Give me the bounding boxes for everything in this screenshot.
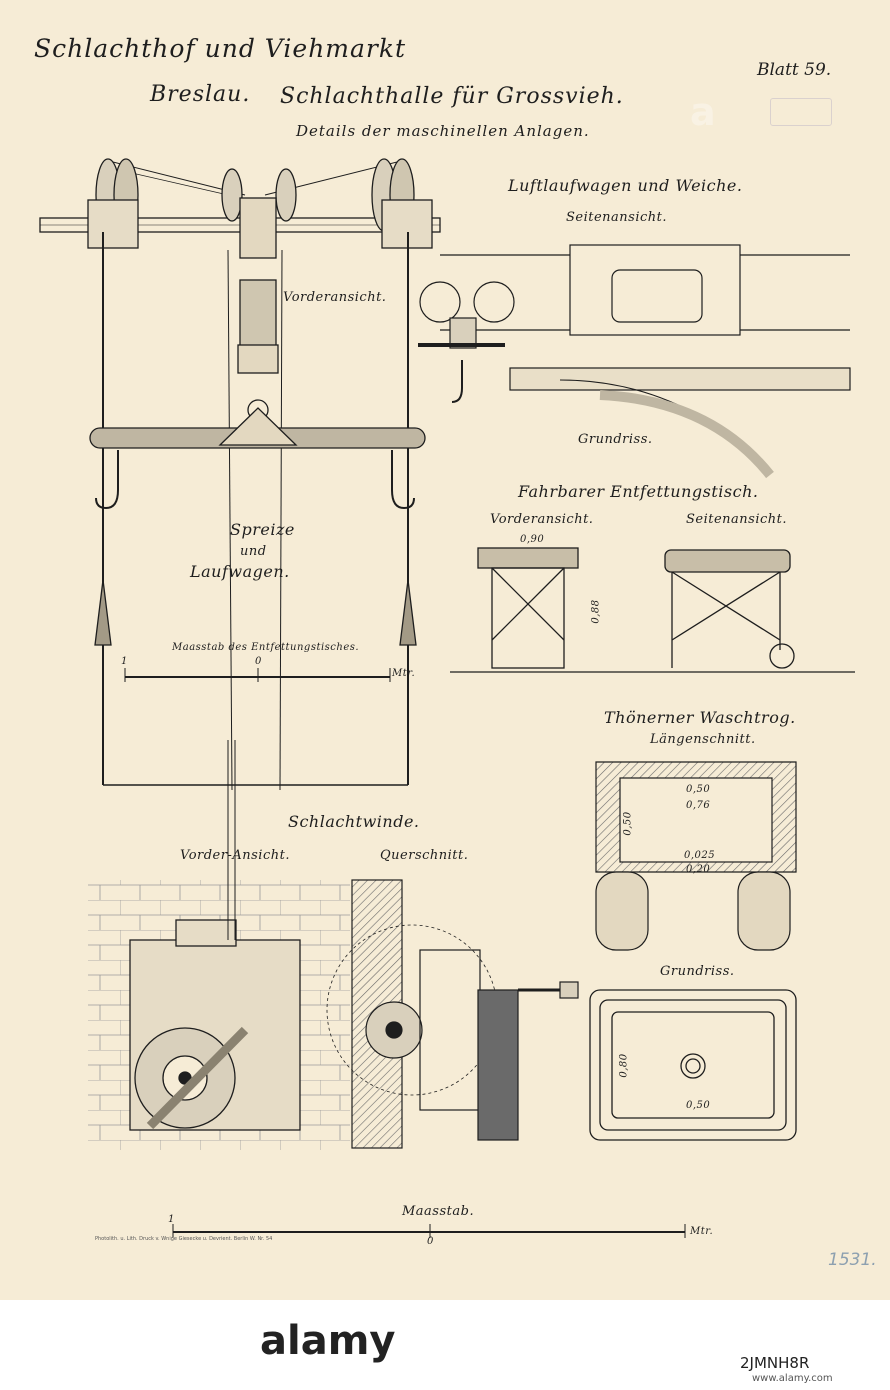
scale-small-one: 1 [121,656,128,667]
dim-trough-4: 0,20 [686,864,711,875]
printer-imprint: Photolith. u. Lith. Druck v. Wnige Giese… [95,1236,273,1242]
main-scale-bar [172,1224,686,1238]
label-trolley: Laufwagen. [190,562,290,581]
watermark-logo: alamy [260,1318,396,1364]
label-side-view: Seitenansicht. [566,210,668,225]
watermark-image-id: 2JMNH8R [740,1354,810,1372]
pencil-inventory-number: 1531. [828,1250,877,1270]
label-trough-plan: Grundriss. [660,964,735,979]
dim-trough-plan-height: 0,80 [618,1053,630,1078]
watermark-url: www.alamy.com [752,1373,833,1384]
scale-small-unit: Mtr. [392,668,416,679]
label-trolley-switch: Luftlaufwagen und Weiche. [508,176,743,195]
technical-drawing [39,158,855,1238]
label-main-scale: Maasstab. [402,1204,475,1219]
trolley-side-view [418,244,850,403]
label-cross-section: Querschnitt. [380,848,469,863]
table-scale-bar [124,668,391,682]
switch-plan-view [509,367,851,479]
dim-table-width: 0,90 [520,534,545,545]
archive-stamp-icon [770,98,832,126]
sheet-city: Breslau. [150,82,251,107]
scale-main-one: 1 [168,1214,175,1225]
label-fat-table: Fahrbarer Entfettungstisch. [518,482,759,501]
scale-main-unit: Mtr. [690,1226,714,1237]
dim-trough-plan-width: 0,50 [686,1100,711,1111]
winch-cross-section [326,879,579,1149]
sheet-subtitle: Details der maschinellen Anlagen. [296,122,590,140]
table-front-view [450,547,855,673]
watermark-band [0,1300,890,1390]
label-and: und [240,544,267,559]
label-spreader: Spreize [230,520,295,539]
trough-plan [589,989,797,1141]
winch-front-view [88,740,350,1150]
sheet-number: Blatt 59. [757,60,832,80]
trough-section [595,761,797,951]
dim-trough-height: 0,50 [622,811,634,836]
sheet-title-building: Schlachthalle für Grossvieh. [280,84,624,109]
trolley-front-view [39,158,441,791]
dim-trough-2: 0,76 [686,800,711,811]
scale-small-zero: 0 [255,656,262,667]
dim-table-height: 0,88 [590,599,602,624]
label-table-front: Vorderansicht. [490,512,594,527]
label-front-view: Vorderansicht. [283,290,387,305]
label-table-scale: Maasstab des Entfettungstisches. [172,642,360,653]
label-wash-trough: Thönerner Waschtrog. [604,708,796,727]
dim-trough-3: 0,025 [684,850,716,861]
label-longitudinal-section: Längenschnitt. [650,732,756,747]
label-winch-front: Vorder-Ansicht. [180,848,290,863]
table-side-view [664,549,795,669]
watermark-ghost-icon: a [690,90,716,134]
scale-main-zero: 0 [427,1236,434,1247]
sheet-title: Schlachthof und Viehmarkt [34,34,407,63]
label-slaughter-winch: Schlachtwinde. [288,812,420,831]
label-switch-plan: Grundriss. [578,432,653,447]
dim-trough-1: 0,50 [686,784,711,795]
label-table-side: Seitenansicht. [686,512,788,527]
